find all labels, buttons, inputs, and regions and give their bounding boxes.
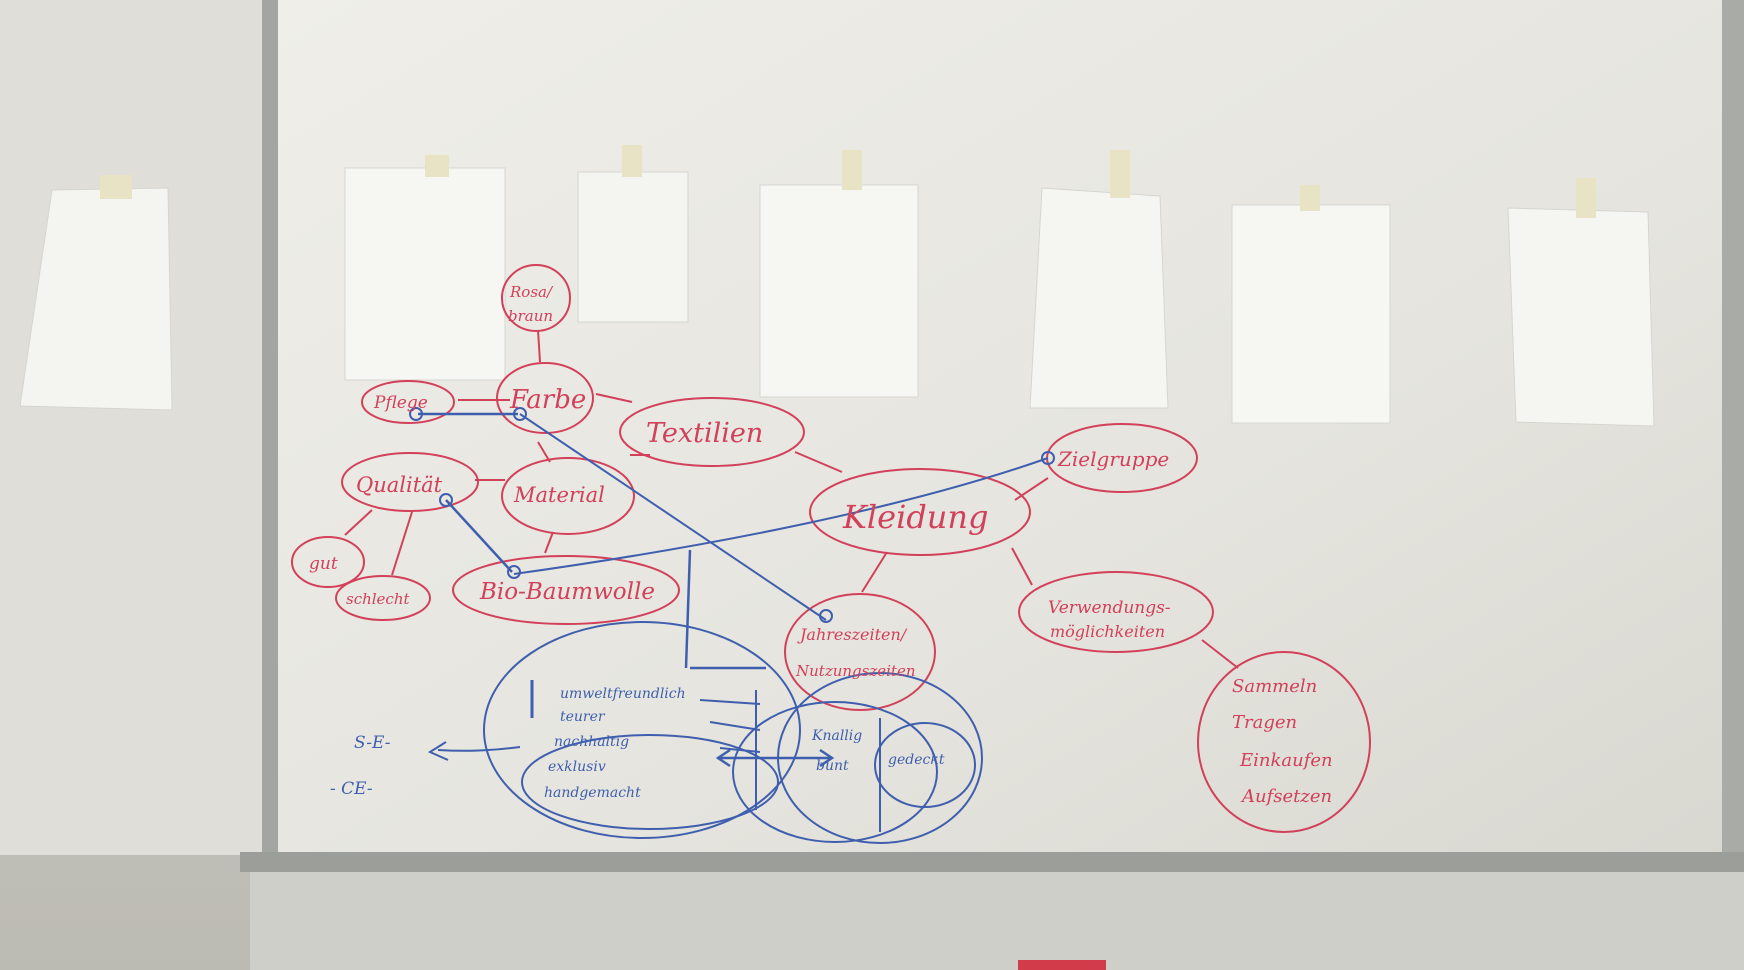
- label-aufsetzen: Aufsetzen: [1240, 786, 1332, 807]
- main-board: [278, 0, 1728, 870]
- label-tragen: Tragen: [1232, 712, 1297, 733]
- label-pflege: Pflege: [373, 393, 428, 413]
- left-board: [0, 0, 268, 855]
- label-nutzungszeiten: Nutzungszeiten: [795, 662, 915, 680]
- blue-list-item-2: teurer: [560, 709, 606, 725]
- label-rosa-braun-2: braun: [508, 307, 553, 325]
- label-textilien: Textilien: [646, 418, 763, 449]
- blue-list-item-3: nachhaltig: [554, 734, 629, 750]
- label-verwendung-2: möglichkeiten: [1050, 622, 1165, 641]
- paper-7: [1507, 178, 1655, 427]
- label-einkaufen: Einkaufen: [1239, 750, 1333, 771]
- blue-list-item-4: exklusiv: [548, 759, 606, 775]
- label-gedeckt: gedeckt: [888, 752, 945, 768]
- paper-6: [1231, 185, 1391, 424]
- left-note-1: S-E-: [354, 733, 391, 753]
- label-farbe: Farbe: [509, 385, 586, 415]
- marker-tray: [250, 872, 1744, 970]
- label-qualitaet: Qualität: [356, 473, 443, 497]
- label-bio-baumwolle: Bio-Baumwolle: [479, 579, 655, 605]
- paper-4: [759, 150, 919, 398]
- left-board-frame: [262, 0, 278, 858]
- tray-marker-red: [1018, 960, 1106, 970]
- red-node-ellipses: [291, 264, 1371, 833]
- label-material: Material: [513, 483, 605, 507]
- main-board-frame-bottom: [240, 852, 1744, 872]
- label-kleidung: Kleidung: [842, 498, 989, 536]
- blue-list-item-1: umweltfreundlich: [560, 686, 686, 702]
- blue-list-item-5: handgemacht: [544, 785, 641, 801]
- label-verwendung-1: Verwendungs-: [1048, 598, 1171, 618]
- label-bunt: bunt: [816, 758, 849, 774]
- label-schlecht: schlecht: [346, 590, 410, 608]
- label-jahreszeiten: Jahreszeiten/: [797, 625, 908, 644]
- label-sammeln: Sammeln: [1232, 676, 1317, 697]
- label-knallig: Knallig: [811, 728, 862, 744]
- left-note-2: - CE-: [330, 779, 373, 799]
- label-gut: gut: [309, 554, 338, 574]
- paper-3: [577, 145, 689, 323]
- main-board-frame-right: [1722, 0, 1744, 875]
- label-zielgruppe: Zielgruppe: [1057, 447, 1169, 471]
- blue-drawings: [409, 407, 1055, 844]
- paper-2: [344, 155, 506, 381]
- paper-5: [1029, 150, 1169, 409]
- paper-1: [19, 175, 173, 411]
- label-rosa-braun-1: Rosa/: [509, 283, 554, 301]
